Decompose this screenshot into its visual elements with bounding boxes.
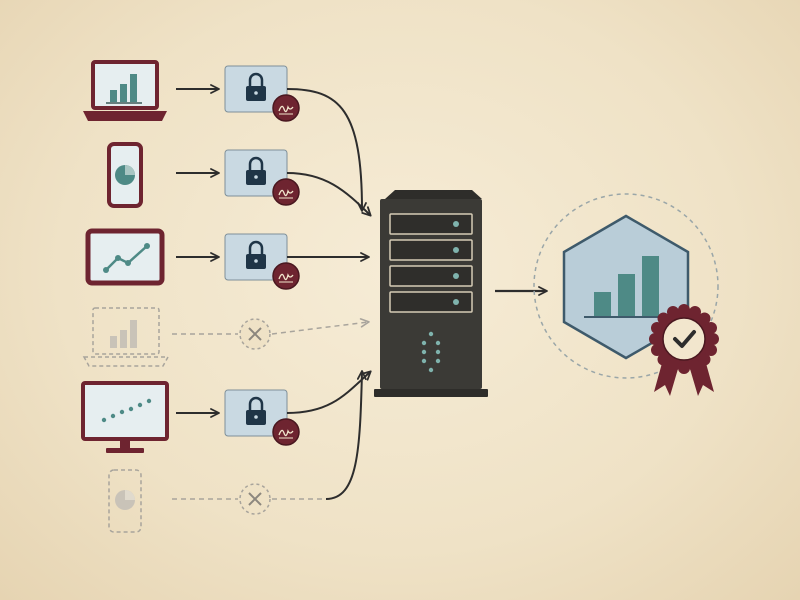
certified-checkmark-badge-icon [649, 304, 719, 396]
vent-dots [421, 331, 441, 373]
package-to-server-arrows [286, 88, 372, 500]
signature-seal-icon [272, 262, 300, 290]
encrypted-package-1 [224, 65, 300, 122]
device-to-lock-arrows [176, 84, 220, 418]
server-tower-icon [374, 190, 488, 397]
lock-icon [246, 156, 266, 185]
source-phone-1 [107, 142, 143, 208]
lock-icon [246, 396, 266, 425]
drive-bays [389, 213, 473, 313]
encrypted-package-2 [224, 149, 300, 206]
source-phone-rejected [108, 469, 142, 533]
lock-icon [246, 240, 266, 269]
encrypted-package-4 [224, 389, 300, 446]
x-circle-icon [239, 318, 271, 350]
rejected-path-1 [172, 318, 370, 350]
pie-chart-icon [115, 490, 135, 510]
source-monitor-1 [81, 381, 169, 453]
signature-seal-icon [272, 418, 300, 446]
pie-chart-icon [115, 165, 135, 185]
source-laptop-1 [83, 60, 167, 121]
signature-seal-icon [272, 178, 300, 206]
result-bar-chart [584, 256, 668, 318]
encrypted-package-3 [224, 233, 300, 290]
x-circle-icon [239, 483, 271, 515]
line-chart-icon [103, 243, 150, 273]
bar-chart-icon [110, 320, 137, 348]
signature-seal-icon [272, 94, 300, 122]
lock-icon [246, 72, 266, 101]
scatter-chart-icon [101, 398, 152, 423]
rejected-path-2 [172, 483, 326, 515]
source-laptop-rejected [82, 307, 170, 367]
bar-chart-icon [106, 74, 142, 104]
source-tablet-1 [85, 228, 165, 286]
